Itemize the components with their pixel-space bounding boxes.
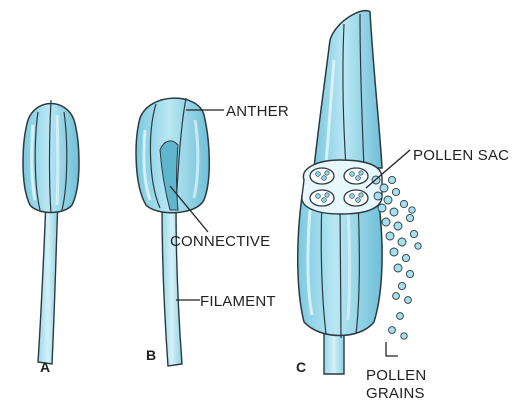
filament-label: FILAMENT — [200, 293, 276, 310]
pollen-grains-label-line2: GRAINS — [366, 385, 425, 402]
stamen-c-upper-anther — [314, 11, 382, 168]
stamen-c-lower-anther — [298, 196, 382, 338]
stamen-b — [136, 98, 209, 366]
pollen-grains-leader — [386, 342, 398, 356]
stamen-a-filament — [38, 200, 58, 364]
figure-label-a: A — [40, 359, 50, 375]
pollen-sac-label: POLLEN SAC — [413, 147, 509, 164]
stamen-a — [23, 100, 79, 364]
stamen-b-anther — [136, 98, 209, 213]
figure-label-c: C — [296, 359, 306, 375]
stamen-c — [298, 11, 421, 374]
figure-label-b: B — [146, 347, 156, 363]
connective-label: CONNECTIVE — [170, 233, 270, 250]
stamen-c-cross-section — [302, 160, 382, 214]
pollen-grains-label-line1: POLLEN — [366, 367, 426, 384]
stamen-b-filament — [162, 205, 182, 366]
stamen-a-anther — [23, 100, 79, 213]
anther-label: ANTHER — [226, 103, 289, 120]
